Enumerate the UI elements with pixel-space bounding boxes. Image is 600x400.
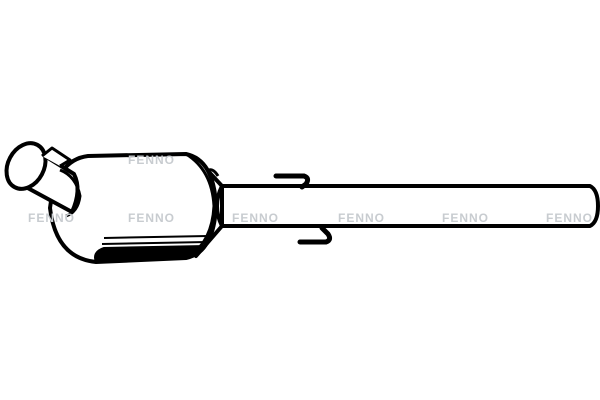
converter-body [48, 152, 218, 264]
pipe-hangers [273, 173, 333, 245]
inlet-pipe [4, 141, 82, 218]
fenno-watermark: FENNO [442, 211, 489, 225]
fenno-watermark: FENNO [232, 211, 279, 225]
fenno-watermark: FENNO [338, 211, 385, 225]
upper-hanger [273, 173, 311, 190]
fenno-watermark: FENNO [128, 153, 175, 167]
fenno-watermark: FENNO [28, 211, 75, 225]
fenno-watermark: FENNO [546, 211, 593, 225]
tail-pipe [222, 184, 600, 228]
fenno-watermark: FENNO [128, 211, 175, 225]
lower-hanger [297, 225, 333, 245]
